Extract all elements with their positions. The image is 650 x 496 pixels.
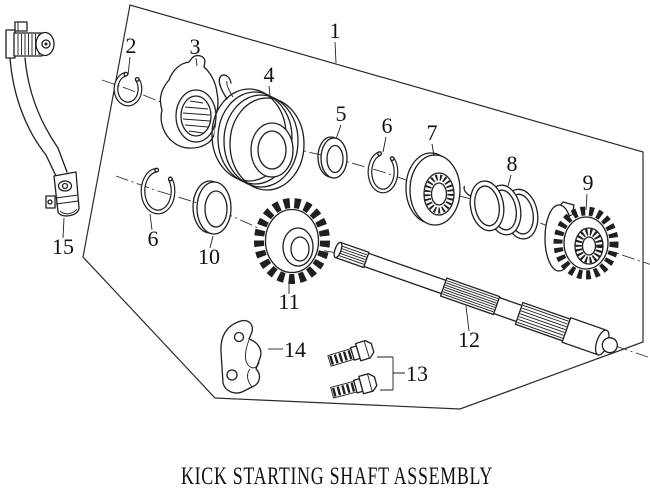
callout-12: 12: [458, 327, 480, 352]
part-spring-guide: [159, 54, 219, 149]
part-washer-large: [405, 152, 461, 226]
part-washer-small: [317, 136, 348, 179]
shaft-spline-lines-c: [442, 280, 499, 313]
callout-8: 8: [507, 151, 518, 176]
shaft-spline-lines-a: [339, 245, 368, 265]
leader-lines: [62, 41, 588, 391]
callout-9: 9: [583, 170, 594, 195]
part-ratchet-spring: [463, 180, 539, 240]
part-return-spring: [211, 74, 305, 191]
part-kick-lever: [5, 21, 80, 217]
callout-13: 13: [406, 361, 428, 386]
shaft-spline-lines-e: [517, 304, 569, 339]
callout-3: 3: [190, 34, 201, 59]
part-bolt-1: [327, 339, 375, 367]
callout-5: 5: [336, 101, 347, 126]
hub-spline-hatch: [182, 100, 211, 134]
callout-11: 11: [278, 289, 299, 314]
upper-axis-line: [101, 79, 650, 265]
callout-15: 15: [52, 234, 74, 259]
part-ratchet-gear: [544, 201, 619, 280]
callout-10: 10: [198, 244, 220, 269]
part-circlip-lower: [140, 167, 176, 215]
callout-7: 7: [427, 120, 438, 145]
callout-4: 4: [264, 62, 275, 87]
part-idle-gear: [254, 198, 330, 284]
bolt-bracket: [377, 356, 405, 391]
callout-6-upper: 6: [382, 113, 393, 138]
part-bolt-2: [330, 373, 378, 399]
callout-labels: 1 2 3 4 5 6 7 8 9 6 10 11 12 13 14 15: [52, 18, 594, 386]
diagram-frame: [82, 4, 644, 410]
callout-6-lower: 6: [148, 226, 159, 251]
callout-2: 2: [126, 33, 137, 58]
callout-14: 14: [284, 337, 306, 362]
page-title: KICK STARTING SHAFT ASSEMBLY: [181, 463, 493, 490]
part-kick-shaft: [333, 241, 618, 356]
spring-hook: [218, 74, 232, 100]
part-circlip-upper: [367, 151, 399, 194]
part-guide-plate: [220, 319, 262, 394]
part-gear-washer: [192, 180, 232, 235]
callout-1: 1: [330, 18, 341, 43]
part-circlip-top: [113, 71, 143, 107]
